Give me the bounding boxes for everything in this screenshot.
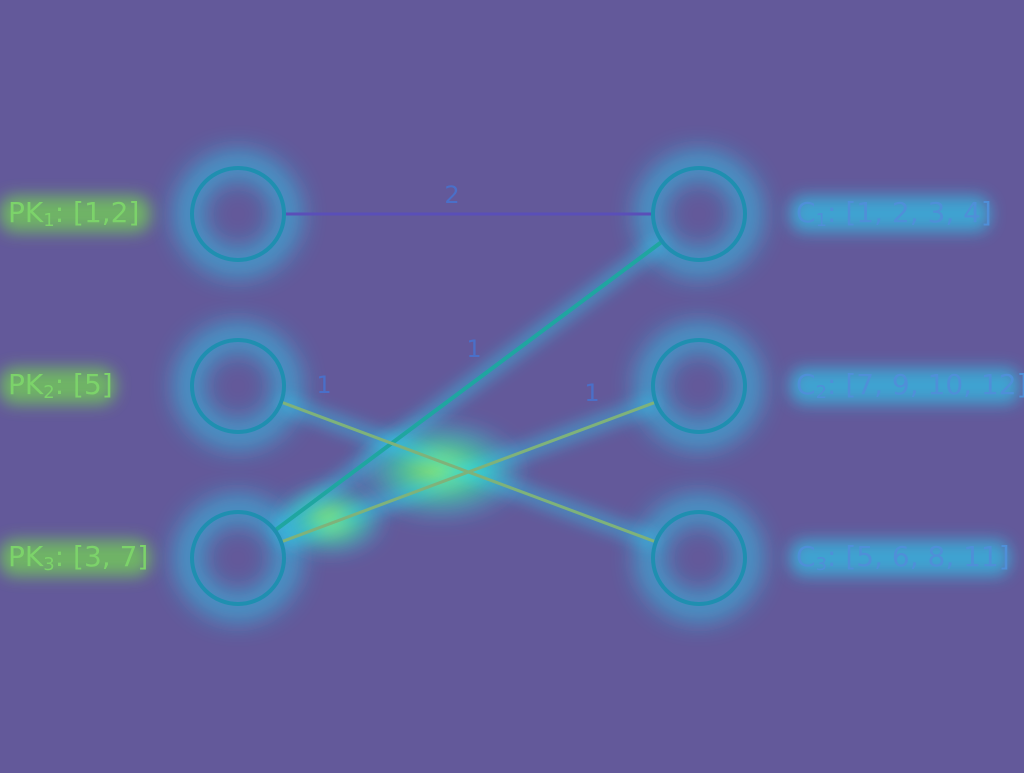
label-values: : [1,2] [55,196,140,229]
nodes-layer [190,166,747,606]
node-label-c1: C1: [1, 2, 3, 4] [796,196,992,231]
label-subscript: 3 [43,554,54,575]
label-subscript: 3 [816,554,827,575]
label-main: C [796,368,816,401]
node-c1 [651,166,747,262]
label-values: : [5, 6, 8, 11] [827,540,1010,573]
node-pk3 [190,510,286,606]
label-main: PK [8,368,44,401]
edge-weight-pk1-c1: 2 [444,181,459,209]
node-pk1 [190,166,286,262]
edges-layer [272,212,665,544]
label-values: : [5] [55,368,113,401]
label-subscript: 1 [43,210,54,231]
label-subscript: 2 [816,382,827,403]
node-c3 [651,510,747,606]
node-label-c2: C2: [7, 9, 10, 12] [796,368,1024,403]
node-label-pk1: PK1: [1,2] [8,196,139,231]
label-main: PK [8,540,44,573]
label-values: : [7, 9, 10, 12] [827,368,1024,401]
label-subscript: 1 [816,210,827,231]
edge-weight-pk3-c1: 1 [466,335,481,363]
node-label-pk3: PK3: [3, 7] [8,540,148,575]
label-values: : [3, 7] [55,540,149,573]
node-pk2 [190,338,286,434]
label-subscript: 2 [43,382,54,403]
edge-pk3-c2 [279,400,658,544]
label-main: PK [8,196,44,229]
label-main: C [796,196,816,229]
edge-pk3-c1 [272,239,665,533]
node-label-pk2: PK2: [5] [8,368,113,403]
label-values: : [1, 2, 3, 4] [827,196,992,229]
label-main: C [796,540,816,573]
edge-weight-pk3-c2: 1 [584,379,599,407]
edge-weight-pk2-c3: 1 [316,371,331,399]
node-label-c3: C3: [5, 6, 8, 11] [796,540,1010,575]
node-c2 [651,338,747,434]
